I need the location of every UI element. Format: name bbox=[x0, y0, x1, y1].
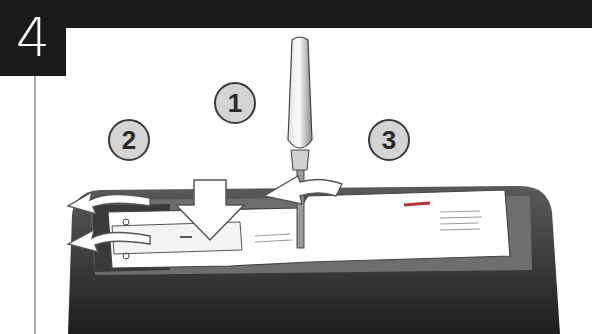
logo-mark bbox=[404, 203, 430, 205]
push-arrow bbox=[176, 180, 244, 240]
slot-mark bbox=[180, 236, 192, 238]
fine-print bbox=[255, 211, 482, 242]
rotate-arrow bbox=[68, 192, 150, 214]
screw-hole bbox=[123, 219, 129, 225]
step-number-text: 4 bbox=[16, 11, 50, 65]
screw-hole bbox=[123, 253, 129, 259]
device-body bbox=[68, 186, 560, 334]
callout-number: 3 bbox=[368, 119, 410, 161]
frame-line bbox=[35, 75, 36, 334]
callout-number-text: 1 bbox=[228, 90, 242, 116]
callout-number: 2 bbox=[108, 119, 150, 161]
callout-number-text: 2 bbox=[122, 127, 136, 153]
header-bar bbox=[50, 0, 592, 28]
label-plate bbox=[108, 190, 510, 268]
step-number: 4 bbox=[0, 0, 66, 76]
screwdriver-handle bbox=[288, 37, 312, 148]
turn-arrow bbox=[264, 176, 342, 204]
screwdriver-ferrule bbox=[291, 150, 309, 170]
callout-number-text: 3 bbox=[382, 127, 396, 153]
callout-number: 1 bbox=[214, 82, 256, 124]
rotate-arrow bbox=[68, 230, 150, 252]
